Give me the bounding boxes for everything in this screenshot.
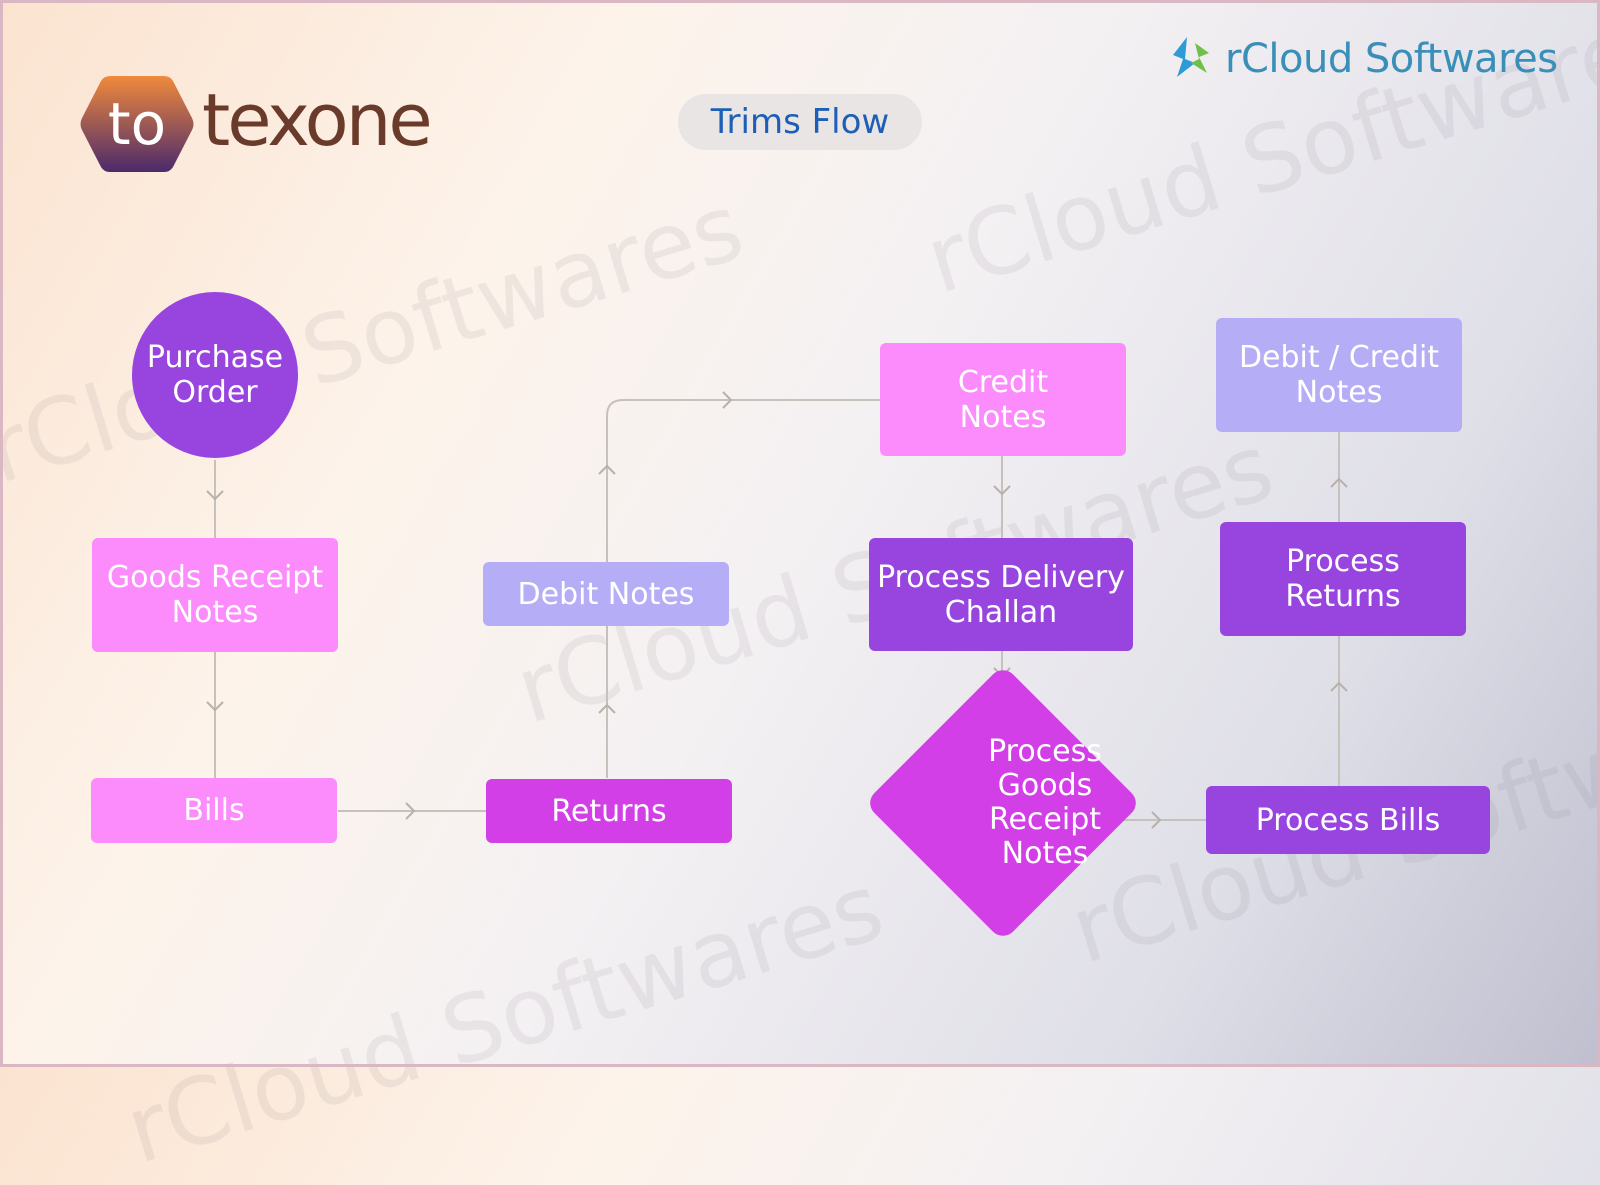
node-goods-receipt-notes: Goods Receipt Notes <box>92 538 338 652</box>
arrow-down <box>206 490 224 501</box>
node-process-goods-receipt-notes: Process Goods Receipt Notes <box>988 734 1102 871</box>
arrow-up <box>598 464 616 475</box>
logo-text: texone <box>202 78 433 162</box>
node-credit-notes: Credit Notes <box>880 343 1126 456</box>
arrow-right <box>405 802 416 820</box>
arrow-right <box>722 391 733 409</box>
brand-name: rCloud Softwares <box>1225 36 1558 82</box>
edge-debit-credit <box>606 399 880 562</box>
arrow-up <box>1330 477 1348 488</box>
node-process-delivery-challan: Process Delivery Challan <box>869 538 1133 651</box>
node-returns: Returns <box>486 779 732 843</box>
node-debit-notes: Debit Notes <box>483 562 729 626</box>
texone-logo-icon: to <box>80 76 194 172</box>
node-process-returns: Process Returns <box>1220 522 1466 636</box>
flow-connectors <box>206 391 1348 829</box>
arrow-up <box>1330 681 1348 692</box>
arrow-down <box>993 485 1011 496</box>
node-debit-credit-notes: Debit / Credit Notes <box>1216 318 1462 432</box>
node-bills: Bills <box>91 778 337 843</box>
arrow-up <box>598 703 616 714</box>
arrow-right <box>1151 811 1162 829</box>
rcloud-logo-icon <box>1173 37 1209 77</box>
logo-mark: to <box>108 90 166 158</box>
page-title: Trims Flow <box>678 94 922 150</box>
node-process-bills: Process Bills <box>1206 786 1490 854</box>
brand-logo: rCloud Softwares <box>1165 33 1558 85</box>
arrow-down <box>206 701 224 712</box>
node-purchase-order: Purchase Order <box>132 292 298 458</box>
